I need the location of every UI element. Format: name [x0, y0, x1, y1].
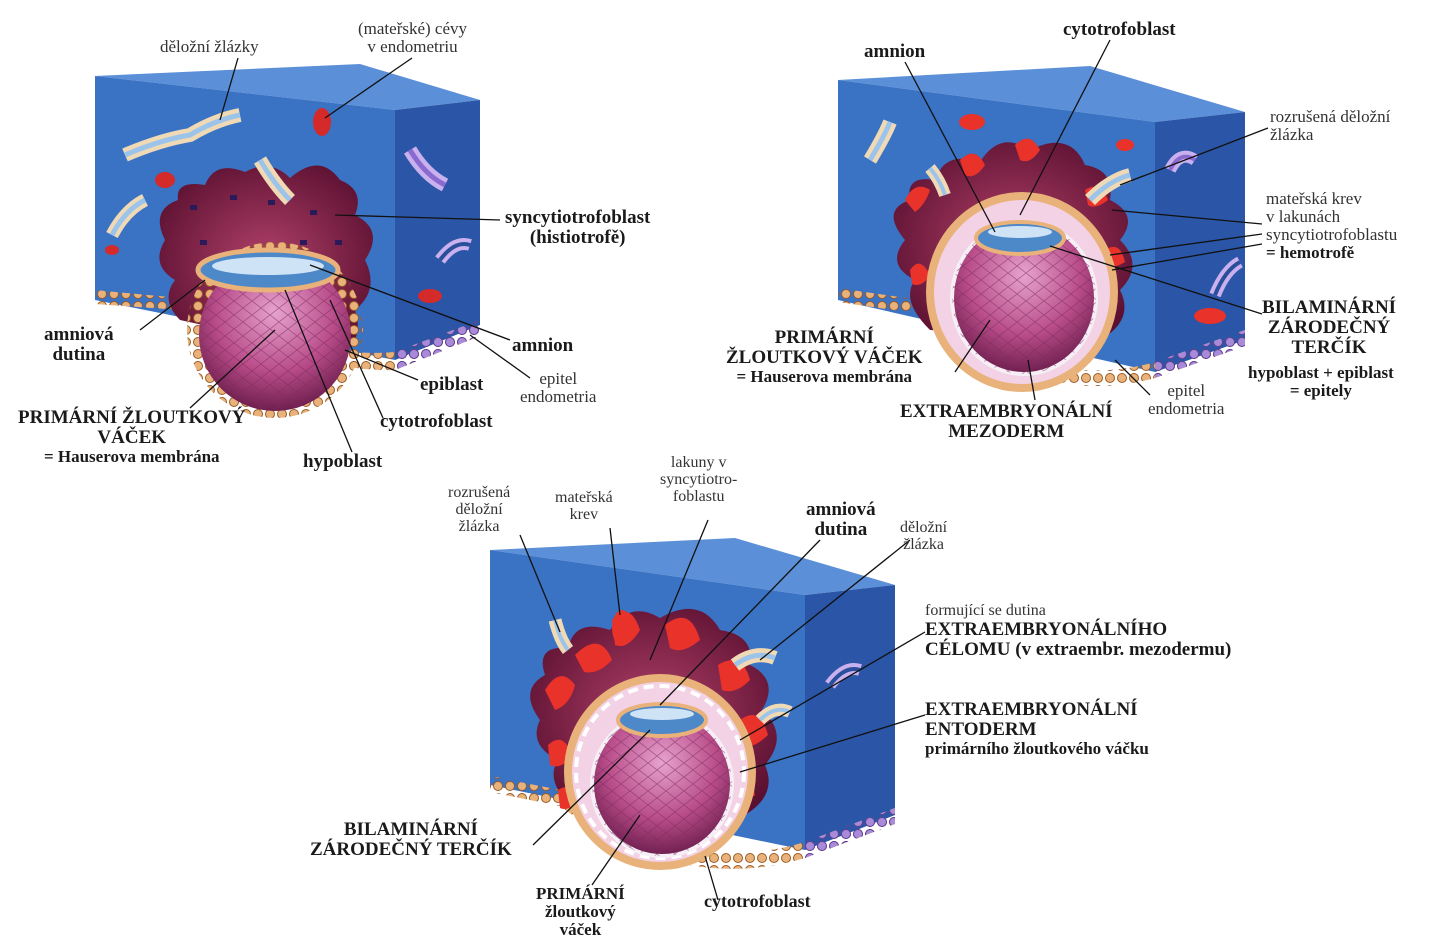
epithelium-purple — [395, 320, 480, 370]
tissue-block-top — [95, 64, 480, 110]
panel-3-leaders — [519, 519, 926, 901]
label-hypoblast: hypoblast — [303, 451, 383, 472]
label-amnion: amnion — [864, 41, 926, 62]
label-amnion: amnion — [512, 335, 574, 356]
label-uterine-glands: děložní žlázky — [160, 37, 259, 56]
tissue-block-top — [490, 538, 895, 595]
panel-2-mid-implantation — [838, 39, 1269, 401]
amniotic-cavity — [630, 708, 694, 720]
coelom-cavity — [574, 684, 746, 860]
amniotic-cavity — [988, 226, 1052, 238]
panel-1-leaders — [139, 57, 531, 453]
yolk-sac-cells — [199, 259, 351, 411]
yolk-sac-cells — [952, 222, 1096, 374]
tissue-block-side — [805, 585, 895, 850]
panel-3-late-implantation — [490, 519, 926, 901]
maternal-vessels — [105, 108, 442, 303]
label-cytotrophoblast: cytotrofoblast — [704, 891, 811, 911]
label-bilaminar-note: hypoblast + epiblast= epitely — [1248, 363, 1394, 400]
label-cytotrophoblast: cytotrofoblast — [1063, 19, 1176, 40]
panel-2-leaders — [904, 39, 1269, 401]
panel-1-early-implantation — [95, 57, 531, 453]
epithelium-purple — [805, 808, 895, 858]
uterine-glands — [548, 618, 862, 725]
uterine-glands — [863, 119, 1244, 298]
amniotic-cavity — [212, 257, 324, 275]
epithelium-purple — [1155, 330, 1245, 378]
tissue-block-side — [395, 100, 480, 360]
endometrial-epithelium — [490, 776, 895, 869]
yolk-sac-cells — [592, 712, 732, 856]
uterine-glands — [106, 108, 472, 264]
label-syncytiotrophoblast: syncytiotrofoblast(histiotrofě) — [505, 207, 651, 248]
label-cytotrophoblast: cytotrofoblast — [380, 411, 493, 432]
label-epiblast: epiblast — [420, 374, 484, 395]
tissue-block-top — [838, 66, 1245, 122]
